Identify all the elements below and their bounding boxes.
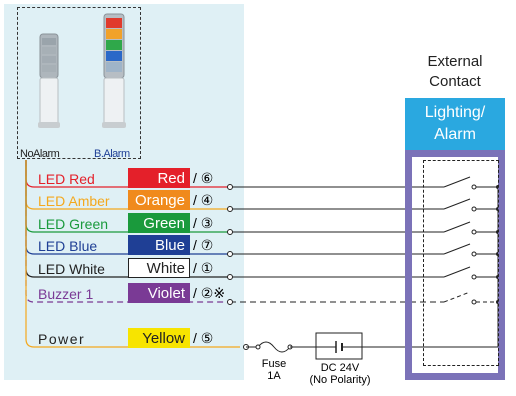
external-contact-inner-frame bbox=[423, 160, 499, 366]
b-alarm-label: B.Alarm bbox=[94, 148, 130, 160]
wire-color-box: Blue bbox=[128, 235, 190, 255]
wire-color-box: White bbox=[128, 258, 190, 278]
pin-number: / ③ bbox=[193, 215, 214, 231]
wire-label: LED Green bbox=[38, 216, 109, 232]
wire-label: Buzzer 1 bbox=[38, 286, 94, 302]
wire-color-box: Yellow bbox=[128, 328, 190, 348]
wire-label: LED White bbox=[38, 261, 105, 277]
wire-color-box: Red bbox=[128, 168, 190, 188]
wire-label: LED Blue bbox=[38, 238, 98, 254]
no-alarm-label: NoAlarm bbox=[20, 148, 60, 160]
pin-number: / ⑥ bbox=[193, 170, 214, 186]
external-contact-title: External Contact bbox=[427, 53, 483, 90]
external-contact-frame bbox=[405, 150, 505, 380]
power-circuit bbox=[246, 187, 499, 360]
pin-number: / ① bbox=[193, 260, 214, 276]
signal-tower-no-alarm-icon bbox=[38, 33, 60, 128]
wire-label: Power bbox=[38, 331, 86, 347]
signal-tower-illustrations bbox=[38, 13, 126, 128]
pin-number: / ⑦ bbox=[193, 237, 214, 253]
pin-number: / ②※ bbox=[193, 285, 226, 301]
lighting-alarm-header: Lighting/ Alarm bbox=[405, 98, 505, 150]
wire-6 bbox=[25, 160, 240, 348]
wire-color-box: Orange bbox=[128, 190, 190, 210]
signal-tower-images-frame: NoAlarm B.Alarm bbox=[17, 7, 141, 160]
wire-color-box: Green bbox=[128, 213, 190, 233]
wire-label: LED Red bbox=[38, 171, 95, 187]
dc-label: DC 24V(No Polarity) bbox=[309, 362, 371, 386]
signal-tower-alarm-icon bbox=[102, 13, 126, 128]
wire-color-box: Violet bbox=[128, 283, 190, 303]
wire-label: LED Amber bbox=[38, 193, 110, 209]
fuse-icon bbox=[257, 341, 291, 353]
pin-number: / ④ bbox=[193, 192, 214, 208]
dc-source-icon bbox=[315, 332, 363, 360]
pin-number: / ⑤ bbox=[193, 330, 214, 346]
